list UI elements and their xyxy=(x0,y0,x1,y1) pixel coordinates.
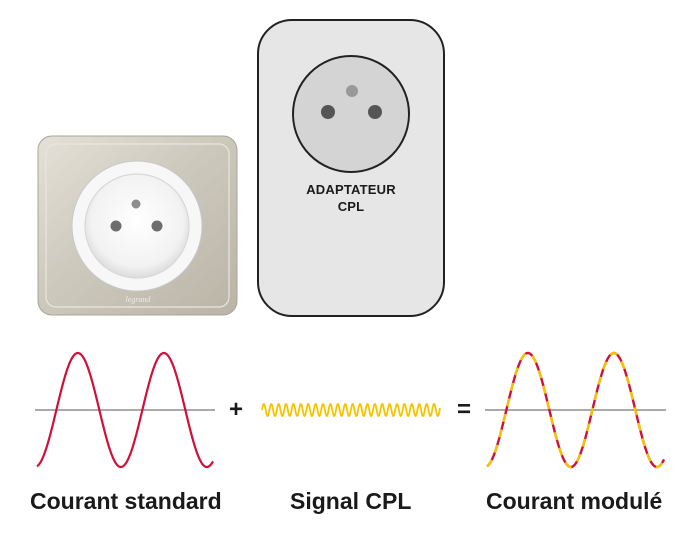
adapter-socket-face xyxy=(292,55,410,173)
cpl-adapter xyxy=(257,19,445,317)
socket-ground-pin xyxy=(131,199,141,209)
wall-socket xyxy=(37,135,238,316)
socket-hole-left xyxy=(110,220,122,232)
adapter-ground-pin xyxy=(346,85,358,97)
socket-brand-logo: legrand xyxy=(125,295,151,304)
modulated-current-label: Courant modulé xyxy=(486,488,663,514)
standard-current-label: Courant standard xyxy=(30,488,222,514)
cpl-signal-wave xyxy=(261,403,441,417)
socket-inner-ring xyxy=(84,173,190,279)
socket-hole-right xyxy=(151,220,163,232)
adapter-hole-right xyxy=(368,105,382,119)
cpl-signal-label: Signal CPL xyxy=(290,488,412,514)
adapter-label-line2: CPL xyxy=(337,199,365,214)
adapter-hole-left xyxy=(321,105,335,119)
modulated-current-overlay xyxy=(486,351,666,469)
plus-sign: + xyxy=(229,396,244,423)
adapter-label: ADAPTATEUR CPL xyxy=(258,181,444,215)
equals-sign: = xyxy=(457,396,472,423)
socket-plate-inner-frame xyxy=(45,143,230,308)
adapter-label-line1: ADAPTATEUR xyxy=(306,182,396,197)
standard-current-wave xyxy=(36,351,214,469)
